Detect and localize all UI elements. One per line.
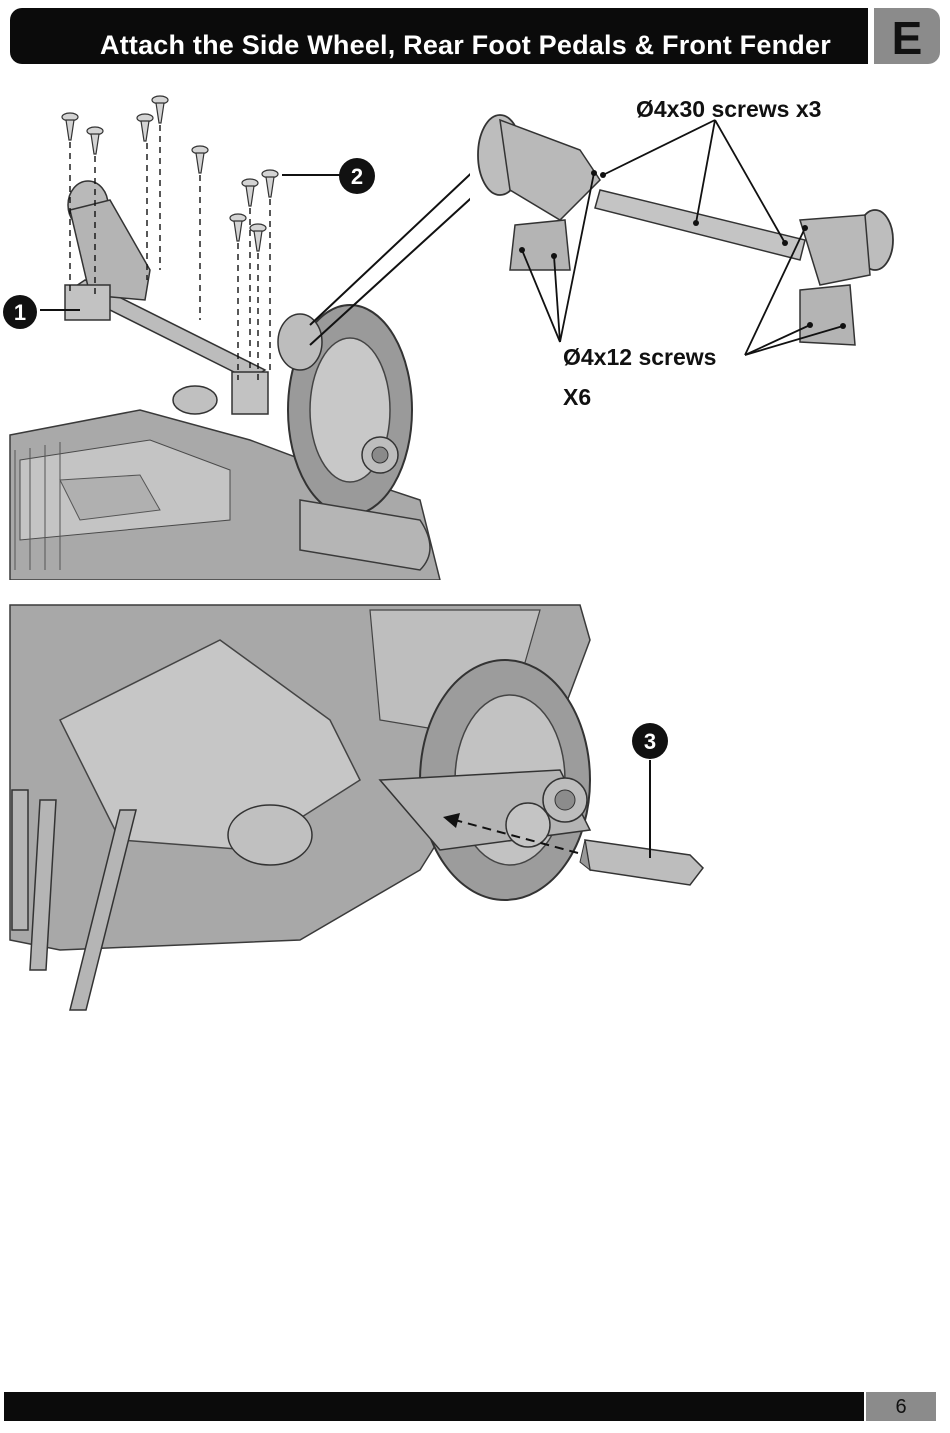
step-badge-3: 3 bbox=[631, 722, 669, 760]
section-letter: E bbox=[874, 8, 940, 64]
step-badge-2: 2 bbox=[338, 157, 376, 195]
page-number: 6 bbox=[866, 1392, 936, 1421]
step-badge-1: 1 bbox=[2, 294, 38, 330]
screws-short-qty: X6 bbox=[563, 384, 591, 411]
footer-bar bbox=[4, 1392, 864, 1421]
step-number-1: 1 bbox=[14, 300, 26, 325]
page-number-box: 6 bbox=[866, 1392, 936, 1421]
bracket-detail-illustration bbox=[470, 80, 940, 370]
screws-long-label: Ø4x30 screws x3 bbox=[636, 96, 821, 123]
foot-pedal-attach-illustration bbox=[0, 600, 720, 1020]
step-number-3: 3 bbox=[644, 729, 656, 754]
step-number-2: 2 bbox=[351, 164, 363, 189]
section-badge: E bbox=[874, 8, 940, 64]
page-title: Attach the Side Wheel, Rear Foot Pedals … bbox=[100, 16, 831, 72]
screws-short-label: Ø4x12 screws bbox=[563, 344, 716, 371]
header-bar: Attach the Side Wheel, Rear Foot Pedals … bbox=[10, 8, 868, 64]
side-wheel-attach-illustration bbox=[0, 80, 470, 580]
